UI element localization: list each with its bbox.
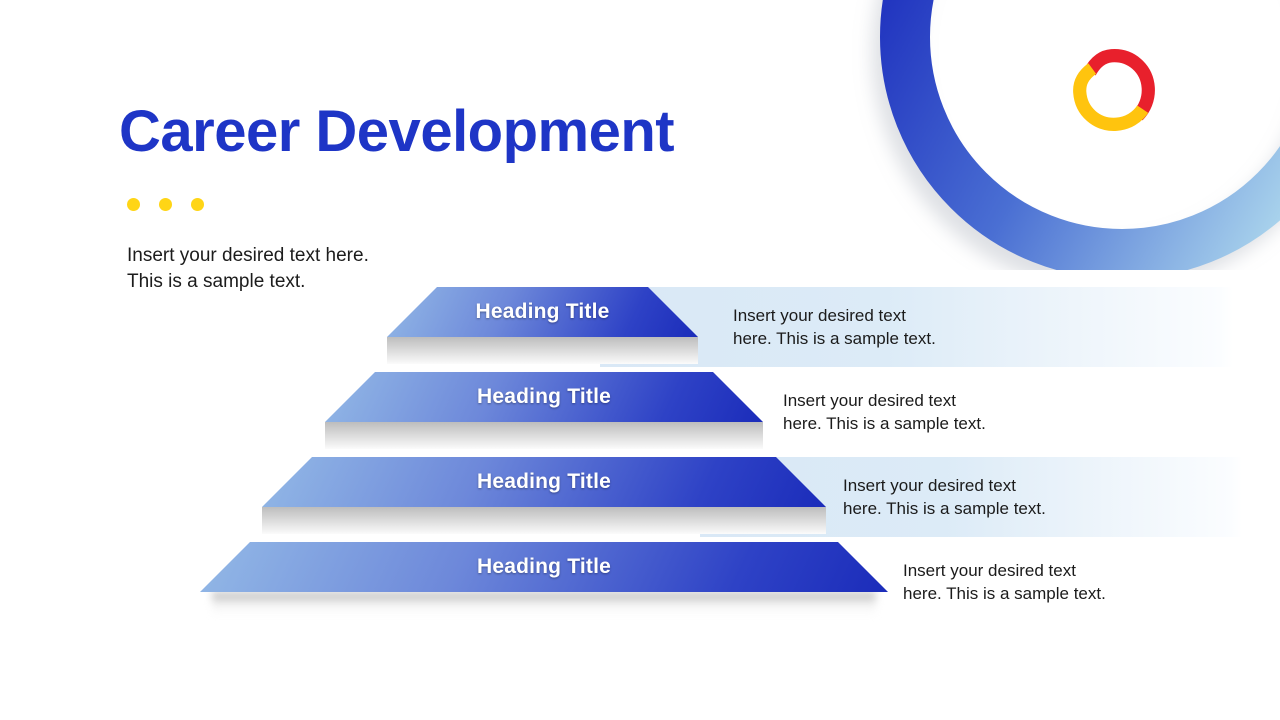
- squircle-logo-icon: [1073, 49, 1155, 131]
- slide-title: Career Development: [119, 99, 675, 164]
- level-1-desc-line-1: Insert your desired text: [733, 306, 906, 325]
- intro-line-2: This is a sample text.: [127, 271, 306, 292]
- pyramid-base-shadow: [212, 592, 876, 616]
- level-3-description: Insert your desired text here. This is a…: [843, 474, 1046, 520]
- level-3-heading: Heading Title: [476, 470, 612, 493]
- level-1-heading: Heading Title: [475, 300, 610, 323]
- accent-dot: [191, 198, 204, 211]
- pyramid-level-2: Heading Title: [325, 372, 763, 422]
- accent-dot: [159, 198, 172, 211]
- level-2-desc-line-1: Insert your desired text: [783, 391, 956, 410]
- level-4-description: Insert your desired text here. This is a…: [903, 559, 1106, 605]
- level-2-desc-line-2: here. This is a sample text.: [783, 414, 986, 433]
- level-2-description: Insert your desired text here. This is a…: [783, 389, 986, 435]
- pyramid-level-3: Heading Title: [262, 457, 826, 507]
- level-1-description: Insert your desired text here. This is a…: [733, 304, 936, 350]
- level-4-desc-line-2: here. This is a sample text.: [903, 584, 1106, 603]
- level-1-desc-line-2: here. This is a sample text.: [733, 329, 936, 348]
- pyramid-level-1: Heading Title: [387, 287, 698, 337]
- pyramid-level-4: Heading Title: [200, 542, 888, 592]
- level-4-heading: Heading Title: [476, 555, 612, 578]
- intro-line-1: Insert your desired text here.: [127, 245, 369, 266]
- level-2-heading: Heading Title: [476, 385, 612, 408]
- level-3-desc-line-2: here. This is a sample text.: [843, 499, 1046, 518]
- level-2-step-base: [325, 422, 763, 449]
- level-4-desc-line-1: Insert your desired text: [903, 561, 1076, 580]
- accent-dot: [127, 198, 140, 211]
- accent-dots: [127, 198, 204, 211]
- level-1-step-base: [387, 337, 698, 364]
- level-3-desc-line-1: Insert your desired text: [843, 476, 1016, 495]
- level-3-step-base: [262, 507, 826, 534]
- level-1-band: [600, 287, 1233, 367]
- arc-swoosh-icon: [872, 0, 1280, 270]
- intro-text: Insert your desired text here. This is a…: [127, 243, 369, 295]
